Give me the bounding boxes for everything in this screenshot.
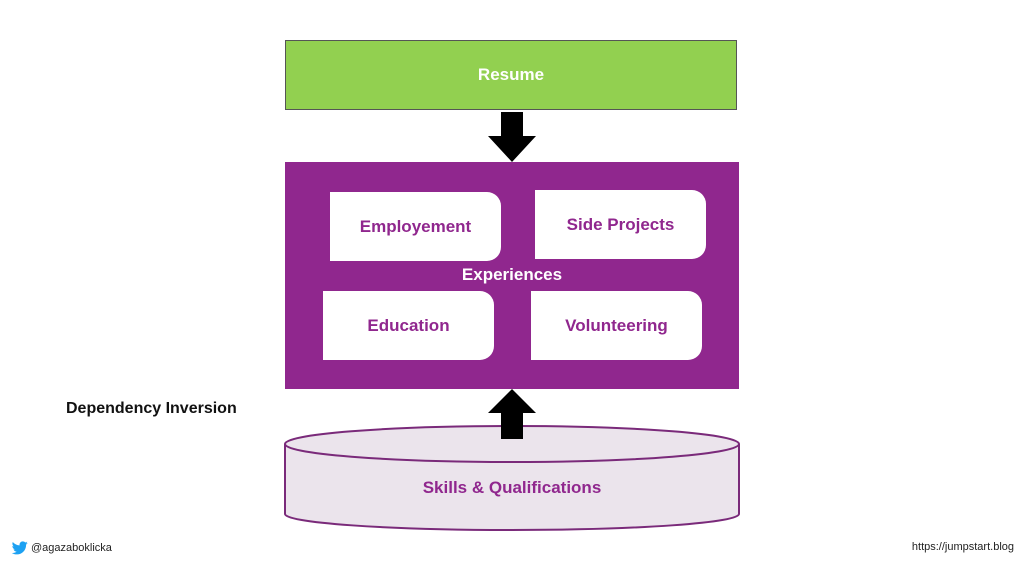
education-card: Education (323, 291, 494, 360)
experiences-title: Experiences (461, 265, 563, 284)
employment-label: Employement (359, 216, 472, 236)
resume-label: Resume (477, 65, 545, 84)
skills-label: Skills & Qualifications (422, 478, 602, 497)
up-arrow-icon (488, 389, 536, 439)
down-arrow-icon (488, 112, 536, 162)
skills-cylinder (284, 425, 740, 531)
side-projects-card: Side Projects (535, 190, 706, 259)
dependency-inversion-caption: Dependency Inversion (66, 400, 237, 417)
volunteering-label: Volunteering (565, 315, 668, 335)
footer-handle: @agazaboklicka (12, 541, 112, 555)
twitter-bird-icon (12, 541, 28, 555)
resume-box: Resume (285, 40, 737, 110)
twitter-handle: @agazaboklicka (31, 542, 112, 554)
education-label: Education (367, 315, 450, 335)
footer-url: https://jumpstart.blog (911, 541, 1014, 553)
side-projects-label: Side Projects (566, 214, 675, 234)
volunteering-card: Volunteering (531, 291, 702, 360)
employment-card: Employement (330, 192, 501, 261)
